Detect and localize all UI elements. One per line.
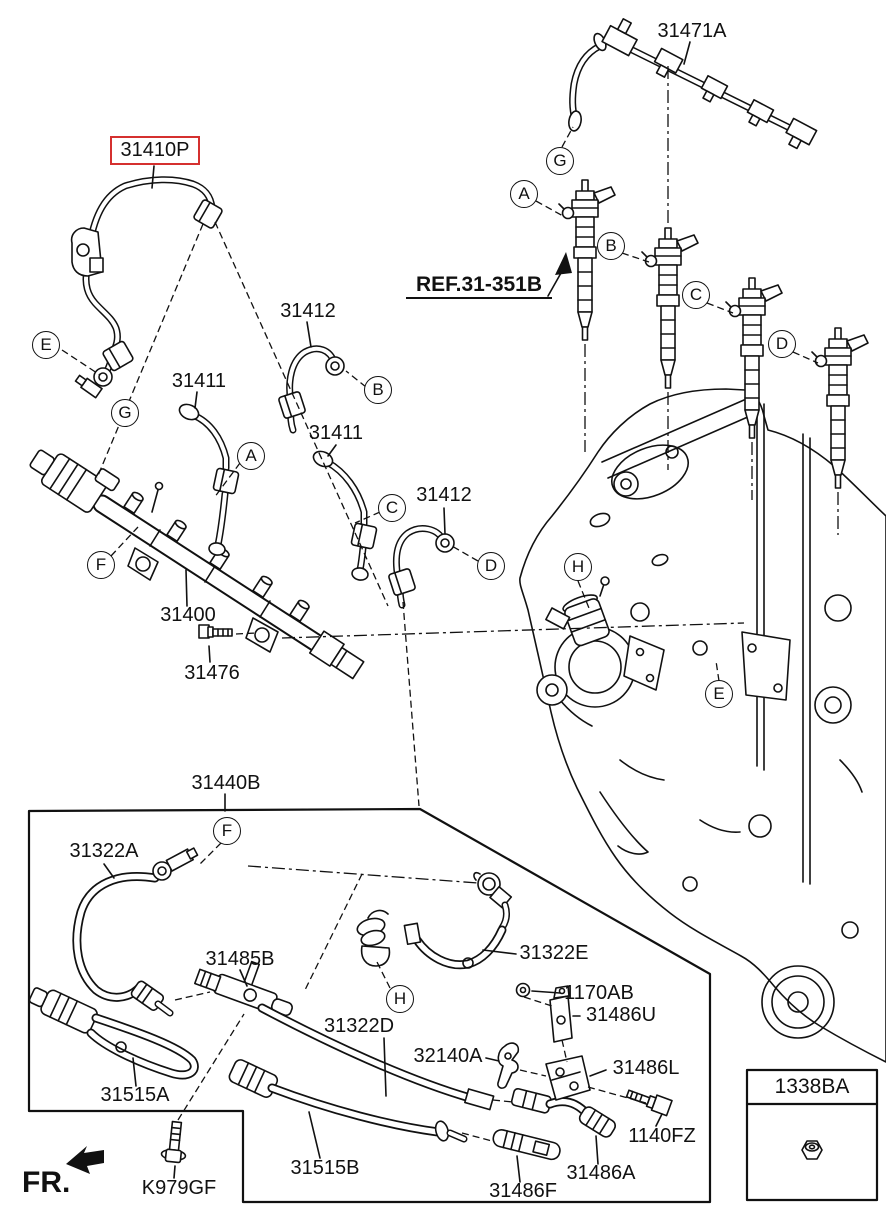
part-label-31471a[interactable]: 31471A (657, 20, 727, 42)
part-label-31515a[interactable]: 31515A (100, 1084, 170, 1106)
part-label-31486l[interactable]: 31486L (612, 1057, 680, 1079)
callout-c-injector[interactable]: C (682, 281, 710, 309)
part-label-31476[interactable]: 31476 (184, 662, 240, 684)
callout-a-pipe[interactable]: A (237, 442, 265, 470)
fr-direction-arrow (66, 1146, 104, 1174)
pipe-31410p-drawing (70, 176, 223, 399)
part-label-31440b[interactable]: 31440B (191, 772, 261, 794)
part-label-31411-a[interactable]: 31411 (171, 370, 227, 392)
callout-d-injector[interactable]: D (768, 330, 796, 358)
part-label-31486u[interactable]: 31486U (585, 1004, 657, 1026)
part-label-31400[interactable]: 31400 (160, 604, 216, 626)
ref-link-31-351b[interactable]: REF.31-351B (406, 273, 552, 300)
part-label-31486f[interactable]: 31486F (489, 1180, 557, 1202)
part-label-31515b[interactable]: 31515B (290, 1157, 360, 1179)
part-label-32140a[interactable]: 32140A (413, 1045, 483, 1067)
callout-g-pipe[interactable]: G (111, 399, 139, 427)
part-label-31412-d[interactable]: 31412 (416, 484, 472, 506)
callout-d-pipe[interactable]: D (477, 552, 505, 580)
subassembly-box-31440b (27, 807, 712, 1204)
part-label-31322e[interactable]: 31322E (519, 942, 589, 964)
return-pipe-assembly-drawing (568, 18, 818, 150)
fr-label: FR. (22, 1166, 71, 1199)
callout-e-pipe[interactable]: E (32, 331, 60, 359)
callout-e-engine[interactable]: E (705, 680, 733, 708)
part-label-31410p[interactable]: 31410P (120, 139, 190, 161)
part-label-31322a[interactable]: 31322A (69, 840, 139, 862)
common-rail-drawing (29, 449, 365, 680)
part-label-31411-c[interactable]: 31411 (308, 422, 364, 444)
part-label-1170ab[interactable]: 1170AB (564, 982, 634, 1004)
high-pressure-pump-drawing (536, 576, 665, 708)
part-label-k979gf[interactable]: K979GF (141, 1177, 217, 1199)
nut-box-1338ba (745, 1068, 879, 1202)
part-label-31322d[interactable]: 31322D (323, 1015, 395, 1037)
callout-h-hose[interactable]: H (386, 985, 414, 1013)
part-label-1338ba[interactable]: 1338BA (774, 1075, 850, 1098)
callout-h-pump[interactable]: H (564, 553, 592, 581)
callout-g-injector[interactable]: G (546, 147, 574, 175)
engine-block-drawing (519, 388, 886, 1063)
part-label-31486a[interactable]: 31486A (566, 1162, 636, 1184)
callout-f-rail[interactable]: F (87, 551, 115, 579)
fuel-hoses-drawing (28, 847, 673, 1164)
bolt-31476-drawing (198, 624, 233, 639)
callout-b-pipe[interactable]: B (364, 376, 392, 404)
injection-pipes-drawing (178, 345, 455, 609)
part-label-31485b[interactable]: 31485B (205, 948, 275, 970)
part-label-31412-b[interactable]: 31412 (280, 300, 336, 322)
leader-lines (61, 41, 839, 1183)
callout-a-injector[interactable]: A (510, 180, 538, 208)
highlight-box-31410p[interactable]: 31410P (110, 136, 200, 165)
callout-c-pipe[interactable]: C (378, 494, 406, 522)
callout-f-hose[interactable]: F (213, 817, 241, 845)
part-label-1140fz[interactable]: 1140FZ (628, 1125, 696, 1147)
callout-b-injector[interactable]: B (597, 232, 625, 260)
